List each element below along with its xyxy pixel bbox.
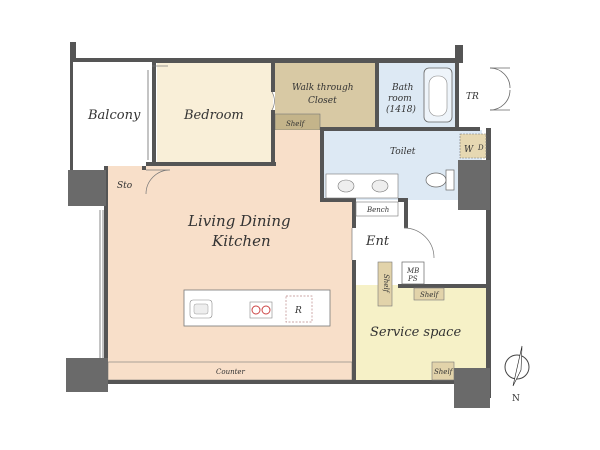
label-storage: Sto xyxy=(117,181,133,191)
label-wash: W xyxy=(464,145,474,155)
tr-floor xyxy=(458,62,490,128)
label-entrance-shelf: Shelf xyxy=(382,274,390,294)
mbps-box xyxy=(401,261,425,285)
compass: N xyxy=(504,345,530,404)
entrance-shelf xyxy=(377,261,393,307)
label-walk-closet-2: Closet xyxy=(308,96,337,106)
compass-ring xyxy=(504,354,530,380)
label-ldk-2: Kitchen xyxy=(211,232,271,250)
label-dryer: D xyxy=(477,144,484,152)
doors xyxy=(145,65,435,260)
toilet-bowl xyxy=(425,169,455,191)
kitchen-island xyxy=(183,289,331,327)
service-shelf-bottom xyxy=(431,361,455,381)
label-tr: TR xyxy=(466,92,479,102)
vanity xyxy=(325,173,399,199)
refrigerator-box xyxy=(285,295,313,323)
label-ps: PS xyxy=(407,275,418,283)
label-walk-closet-1: Walk through xyxy=(292,83,354,93)
label-mb: MB xyxy=(406,267,419,275)
label-closet-shelf: Shelf xyxy=(286,120,306,128)
label-refrigerator: R xyxy=(294,306,302,316)
label-bath-2: room xyxy=(388,94,412,104)
bedroom-floor xyxy=(157,62,273,164)
label-entrance: Ent xyxy=(365,234,390,249)
label-toilet: Toilet xyxy=(390,147,416,157)
washer-dryer xyxy=(459,133,487,159)
label-balcony: Balcony xyxy=(87,108,141,123)
label-bath-3: (1418) xyxy=(386,104,416,115)
label-service-space: Service space xyxy=(370,325,461,340)
bench xyxy=(355,201,399,217)
label-service-shelf-bottom: Shelf xyxy=(434,368,454,376)
columns xyxy=(66,160,490,408)
label-ldk-1: Living Dining xyxy=(187,212,291,230)
compass-north-label: N xyxy=(512,394,520,404)
label-bedroom: Bedroom xyxy=(183,108,244,123)
tr-doors xyxy=(489,67,511,111)
service-shelf-top xyxy=(413,287,445,301)
label-bath-1: Bath xyxy=(391,83,413,93)
label-bench: Bench xyxy=(366,206,389,214)
left-windows xyxy=(99,70,149,358)
cooktop xyxy=(249,301,273,319)
bathtub xyxy=(423,67,453,123)
walls xyxy=(70,42,491,398)
label-counter: Counter xyxy=(216,368,246,376)
service-floor xyxy=(354,285,486,380)
label-service-shelf-top: Shelf xyxy=(420,291,440,299)
